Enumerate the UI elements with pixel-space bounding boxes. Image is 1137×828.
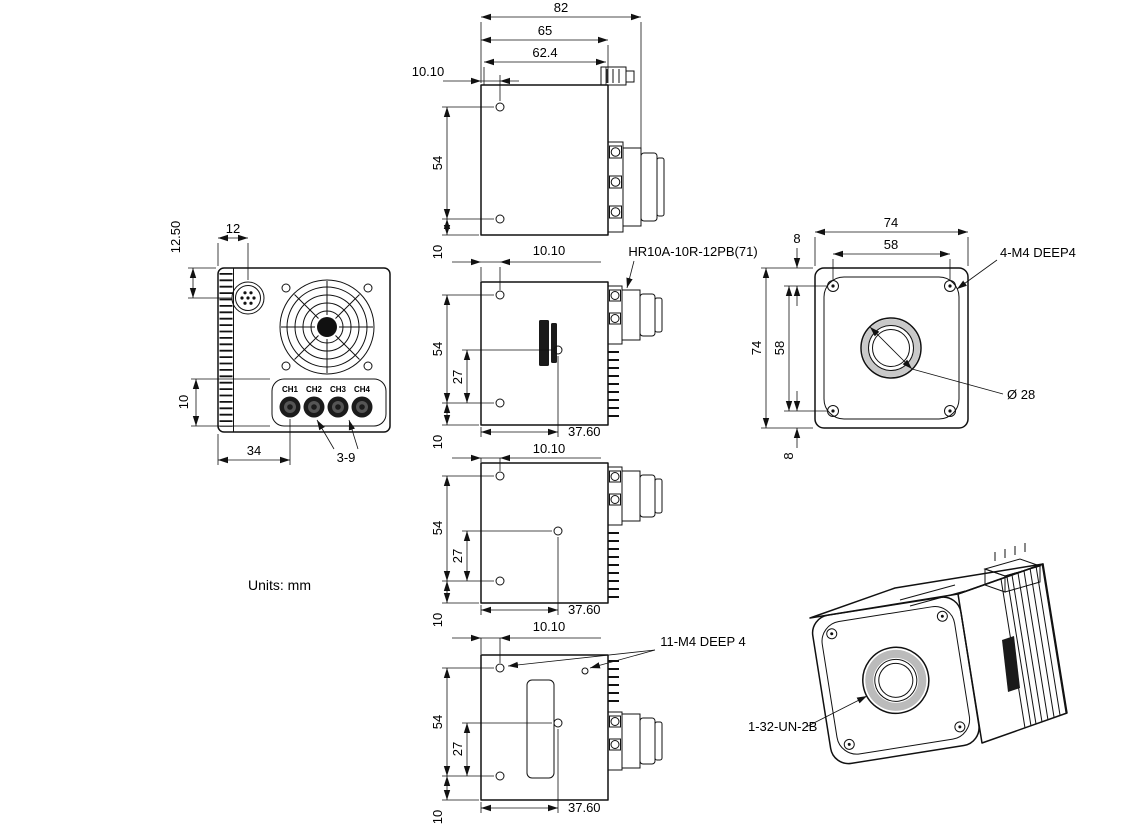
dim-74-top: 74 [884, 215, 898, 230]
channel-label-2: CH2 [306, 385, 323, 394]
dim-37-60-v3: 37.60 [568, 602, 601, 617]
camera-back-outline [217, 267, 391, 433]
dim-82: 82 [554, 0, 568, 15]
dim-10-10-v4: 10.10 [533, 619, 566, 634]
dim-37-60-v2: 37.60 [568, 424, 601, 439]
view-isometric: 1-32-UN-2B [748, 543, 1068, 765]
channel-label-1: CH1 [282, 385, 299, 394]
view-side-3: 10.10 54 27 10 37.60 [430, 441, 663, 627]
dimensions-front [761, 228, 1004, 448]
dim-8-bottom: 8 [781, 452, 796, 459]
channel-connectors [279, 396, 373, 418]
dim-27-v2: 27 [450, 370, 465, 384]
dimensions-view1 [442, 13, 642, 236]
channel-panel [271, 378, 387, 427]
dim-27-v4: 27 [450, 742, 465, 756]
dim-65: 65 [538, 23, 552, 38]
dim-3-9: 3-9 [337, 450, 356, 465]
dim-58-top: 58 [884, 237, 898, 252]
dim-10-v3: 10 [430, 613, 445, 627]
dim-54-v4: 54 [430, 715, 445, 729]
mounting-hole [495, 102, 505, 112]
rear-connector [607, 141, 665, 233]
mounting-hole [495, 471, 505, 481]
view-front: 74 58 8 74 58 8 4-M4 DEEP4 Ø 28 [749, 215, 1076, 460]
mounting-hole [581, 667, 589, 675]
dim-74-left: 74 [749, 341, 764, 355]
dim-dia-28: Ø 28 [1007, 387, 1035, 402]
lens-opening-iso [862, 646, 930, 715]
dim-8-top: 8 [793, 231, 800, 246]
dim-54-v1: 54 [430, 156, 445, 170]
view-side-2: 10.10 HR10A-10R-12PB(71) 54 27 10 37.60 [430, 243, 758, 449]
mounting-hole [495, 290, 505, 300]
dim-12-50: 12.50 [168, 221, 183, 254]
top-connector [600, 66, 635, 86]
dim-54-v2: 54 [430, 342, 445, 356]
dim-58-left: 58 [772, 341, 787, 355]
brand-logo [539, 320, 557, 366]
view-back: CH1 CH2 CH3 CH4 12 12.50 10 34 3-9 [168, 221, 391, 465]
corner-screw-holes [827, 280, 956, 417]
camera-body-outline [480, 462, 609, 604]
camera-body-outline [480, 281, 609, 426]
brand-logo-iso [1002, 636, 1020, 692]
rear-connector [607, 466, 663, 526]
label-hr-connector: HR10A-10R-12PB(71) [628, 244, 757, 259]
dim-10-10-v1: 10.10 [412, 64, 445, 79]
camera-front-face-iso [811, 596, 980, 765]
mounting-hole [553, 718, 563, 728]
label-side-holes: 11-M4 DEEP 4 [660, 634, 746, 649]
units-label: Units: mm [248, 577, 311, 593]
dim-10-back: 10 [176, 395, 191, 409]
dimensions-view2 [442, 258, 635, 437]
mounting-hole [495, 214, 505, 224]
mounting-hole [495, 398, 505, 408]
label-front-holes: 4-M4 DEEP4 [1000, 245, 1076, 260]
dim-10-v4: 10 [430, 810, 445, 824]
mounting-hole [553, 345, 563, 355]
channel-label-4: CH4 [354, 385, 371, 394]
dim-10-10-v3: 10.10 [533, 441, 566, 456]
dim-10-v1: 10 [430, 245, 445, 259]
dim-34: 34 [247, 443, 261, 458]
dimensions-view4 [442, 634, 656, 813]
power-connector [231, 281, 265, 315]
side-slot [526, 679, 555, 779]
dimensions-back [188, 234, 359, 465]
dim-10-10-v2: 10.10 [533, 243, 566, 258]
dim-54-v3: 54 [430, 521, 445, 535]
view-side-4: 10.10 11-M4 DEEP 4 54 27 10 37.60 [430, 619, 746, 824]
cooling-fan [279, 279, 375, 375]
mounting-hole [495, 663, 505, 673]
label-lens-thread: 1-32-UN-2B [748, 719, 817, 734]
mounting-hole [495, 576, 505, 586]
mounting-hole [553, 526, 563, 536]
front-face-inner [823, 276, 960, 420]
camera-front-outline [814, 267, 969, 429]
top-connector-iso [983, 543, 1042, 593]
rear-connector [607, 711, 663, 771]
camera-body-outline [480, 84, 609, 236]
channel-label-3: CH3 [330, 385, 347, 394]
dim-10-v2: 10 [430, 435, 445, 449]
dim-12: 12 [226, 221, 240, 236]
dimensions-view3 [442, 454, 601, 615]
mounting-hole [495, 771, 505, 781]
view-side-1: 82 65 62.4 10.10 54 10 [412, 0, 665, 259]
dim-27-v3: 27 [450, 549, 465, 563]
rear-connector [607, 285, 663, 345]
dim-37-60-v4: 37.60 [568, 800, 601, 815]
dim-62-4: 62.4 [532, 45, 557, 60]
